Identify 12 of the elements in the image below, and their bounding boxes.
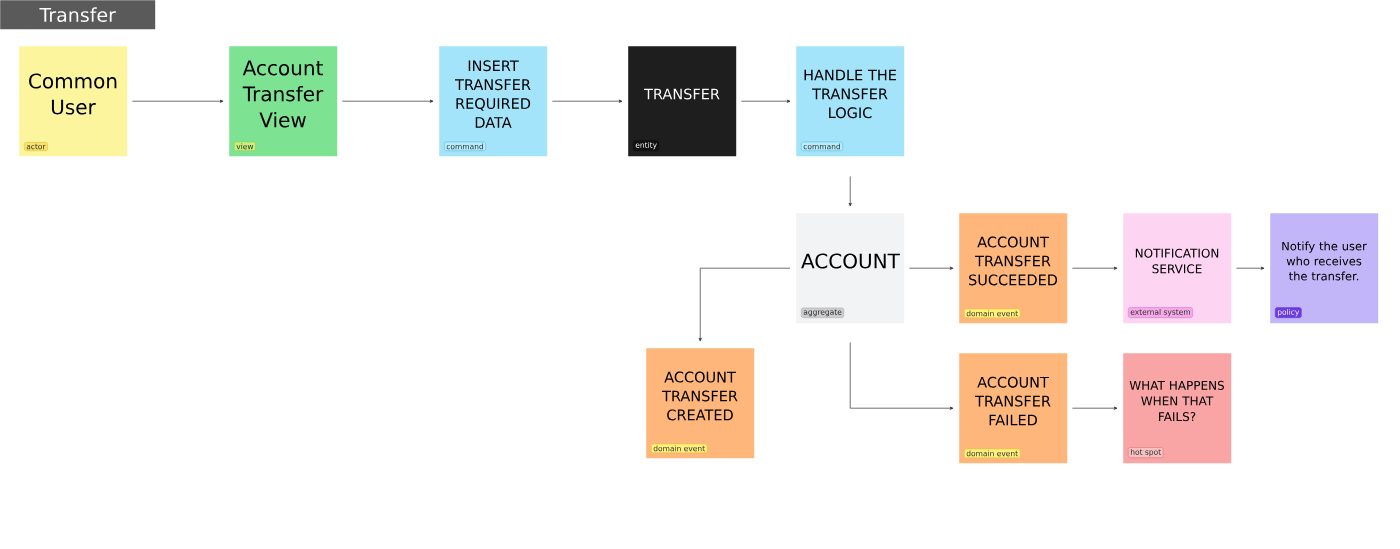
- arrow: [909, 266, 954, 270]
- arrow: [342, 99, 434, 103]
- arrow: [1072, 266, 1118, 270]
- arrow: [1072, 406, 1118, 410]
- title-banner: Transfer: [0, 0, 156, 30]
- arrow: [698, 267, 791, 342]
- arrow: [1236, 266, 1265, 270]
- arrow: [849, 342, 954, 410]
- arrow: [848, 176, 852, 207]
- arrow: [741, 99, 791, 103]
- arrow: [132, 99, 224, 103]
- arrow: [552, 99, 623, 103]
